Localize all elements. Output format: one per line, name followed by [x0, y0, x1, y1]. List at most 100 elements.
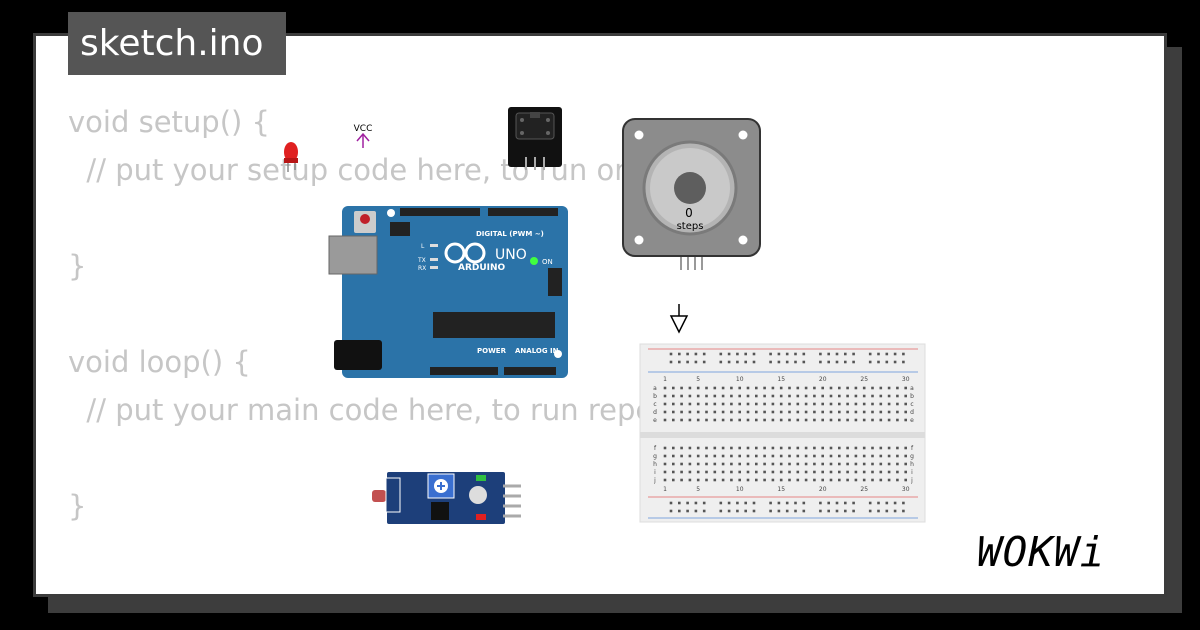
breadboard-hole[interactable] — [680, 410, 683, 414]
breadboard-hole[interactable] — [821, 394, 824, 398]
breadboard-hole[interactable] — [896, 410, 899, 414]
breadboard-hole[interactable] — [813, 478, 816, 482]
breadboard-hole[interactable] — [813, 402, 816, 406]
breadboard-hole[interactable] — [796, 386, 800, 390]
breadboard-hole[interactable] — [796, 462, 800, 466]
breadboard-hole[interactable] — [887, 418, 891, 422]
breadboard-hole[interactable] — [838, 418, 841, 422]
breadboard-hole[interactable] — [730, 454, 733, 458]
breadboard-hole[interactable] — [788, 418, 791, 422]
breadboard-hole[interactable] — [771, 410, 775, 414]
breadboard-hole[interactable] — [744, 501, 747, 505]
breadboard-hole[interactable] — [796, 454, 800, 458]
breadboard-hole[interactable] — [854, 470, 858, 474]
breadboard-hole[interactable] — [879, 462, 883, 466]
breadboard-hole[interactable] — [688, 470, 692, 474]
breadboard-hole[interactable] — [755, 446, 758, 450]
breadboard-hole[interactable] — [879, 470, 883, 474]
breadboard-hole[interactable] — [896, 462, 899, 466]
breadboard-hole[interactable] — [829, 418, 833, 422]
breadboard-hole[interactable] — [696, 470, 700, 474]
breadboard-hole[interactable] — [727, 501, 731, 505]
breadboard-hole[interactable] — [779, 470, 783, 474]
breadboard-hole[interactable] — [713, 394, 717, 398]
breadboard-hole[interactable] — [896, 386, 899, 390]
breadboard-hole[interactable] — [672, 454, 675, 458]
breadboard-hole[interactable] — [854, 386, 858, 390]
breadboard-hole[interactable] — [738, 470, 741, 474]
breadboard-hole[interactable] — [887, 394, 891, 398]
breadboard-hole[interactable] — [896, 446, 899, 450]
breadboard-hole[interactable] — [854, 418, 858, 422]
breadboard-hole[interactable] — [821, 410, 824, 414]
breadboard-hole[interactable] — [719, 501, 723, 505]
breadboard-hole[interactable] — [779, 402, 783, 406]
breadboard-hole[interactable] — [835, 360, 839, 364]
breadboard-hole[interactable] — [779, 446, 783, 450]
breadboard-hole[interactable] — [804, 478, 808, 482]
breadboard-hole[interactable] — [771, 478, 775, 482]
breadboard-hole[interactable] — [852, 501, 855, 505]
breadboard-hole[interactable] — [696, 446, 700, 450]
breadboard-hole[interactable] — [819, 509, 822, 513]
breadboard-hole[interactable] — [680, 446, 683, 450]
breadboard-hole[interactable] — [705, 394, 708, 398]
breadboard-hole[interactable] — [719, 352, 723, 356]
breadboard-hole[interactable] — [755, 410, 758, 414]
breadboard-hole[interactable] — [705, 462, 708, 466]
breadboard-hole[interactable] — [672, 394, 675, 398]
breadboard-hole[interactable] — [885, 509, 889, 513]
breadboard-hole[interactable] — [678, 360, 681, 364]
ir-sensor-module[interactable] — [508, 107, 562, 170]
breadboard-hole[interactable] — [713, 418, 717, 422]
breadboard-hole[interactable] — [696, 478, 700, 482]
breadboard-hole[interactable] — [794, 501, 797, 505]
breadboard-hole[interactable] — [785, 509, 789, 513]
breadboard-hole[interactable] — [680, 418, 683, 422]
breadboard-hole[interactable] — [785, 360, 789, 364]
breadboard-hole[interactable] — [771, 394, 775, 398]
breadboard-hole[interactable] — [904, 402, 907, 406]
breadboard-hole[interactable] — [769, 360, 772, 364]
breadboard-hole[interactable] — [705, 418, 708, 422]
breadboard-hole[interactable] — [862, 462, 866, 466]
breadboard-hole[interactable] — [868, 501, 872, 505]
breadboard-hole[interactable] — [827, 501, 830, 505]
breadboard-hole[interactable] — [738, 402, 741, 406]
breadboard-hole[interactable] — [813, 470, 816, 474]
breadboard-hole[interactable] — [879, 418, 883, 422]
breadboard-hole[interactable] — [838, 462, 841, 466]
breadboard-hole[interactable] — [730, 470, 733, 474]
breadboard-hole[interactable] — [846, 386, 849, 390]
breadboard-hole[interactable] — [813, 410, 816, 414]
breadboard-hole[interactable] — [777, 360, 781, 364]
breadboard-hole[interactable] — [738, 446, 741, 450]
breadboard-hole[interactable] — [821, 462, 824, 466]
breadboard-hole[interactable] — [871, 386, 874, 390]
breadboard-hole[interactable] — [819, 352, 822, 356]
breadboard-hole[interactable] — [885, 360, 889, 364]
breadboard-hole[interactable] — [705, 446, 708, 450]
breadboard-hole[interactable] — [672, 418, 675, 422]
breadboard-hole[interactable] — [746, 462, 750, 466]
breadboard-hole[interactable] — [868, 352, 872, 356]
breadboard-hole[interactable] — [854, 478, 858, 482]
breadboard-hole[interactable] — [663, 478, 667, 482]
breadboard-hole[interactable] — [705, 470, 708, 474]
breadboard-hole[interactable] — [663, 462, 667, 466]
breadboard-hole[interactable] — [755, 454, 758, 458]
breadboard-hole[interactable] — [862, 394, 866, 398]
breadboard-hole[interactable] — [663, 402, 667, 406]
breadboard-hole[interactable] — [904, 394, 907, 398]
breadboard-hole[interactable] — [835, 501, 839, 505]
breadboard-hole[interactable] — [896, 418, 899, 422]
breadboard-hole[interactable] — [688, 454, 692, 458]
breadboard-hole[interactable] — [663, 410, 667, 414]
breadboard-hole[interactable] — [796, 418, 800, 422]
breadboard-hole[interactable] — [844, 501, 847, 505]
breadboard-hole[interactable] — [702, 501, 706, 505]
breadboard-hole[interactable] — [796, 402, 800, 406]
breadboard-hole[interactable] — [846, 394, 849, 398]
breadboard-hole[interactable] — [680, 402, 683, 406]
breadboard-hole[interactable] — [854, 446, 858, 450]
